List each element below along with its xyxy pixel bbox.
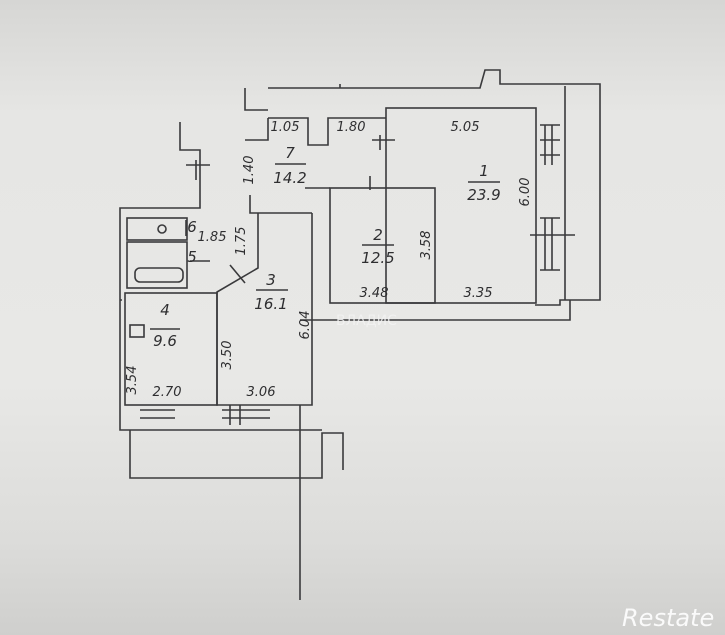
room-3-area: 16.1 xyxy=(254,295,287,313)
dim-5-05: 5.05 xyxy=(451,120,480,135)
room-7-walls xyxy=(245,117,386,214)
room-2-area: 12.5 xyxy=(361,249,394,267)
dim-3-35: 3.35 xyxy=(464,286,493,301)
dim-3-58: 3.58 xyxy=(419,231,434,260)
dim-6-00: 6.00 xyxy=(518,178,533,207)
vladis-watermark: ВЛАДИС xyxy=(336,313,397,329)
room-4-number: 4 xyxy=(160,301,170,319)
bathtub xyxy=(134,267,184,283)
dim-1-05: 1.05 xyxy=(271,120,300,135)
room-2-walls xyxy=(329,187,436,304)
door-marks xyxy=(185,135,395,284)
room-1-number: 1 xyxy=(479,162,489,180)
windows xyxy=(140,124,575,425)
room-2-number: 2 xyxy=(373,226,383,244)
dim-1-75: 1.75 xyxy=(234,227,249,256)
dim-2-70: 2.70 xyxy=(153,385,182,400)
dim-6-04: 6.04 xyxy=(298,311,313,340)
room-7-number: 7 xyxy=(285,144,295,162)
outer-wall xyxy=(119,69,601,479)
dim-3-54: 3.54 xyxy=(125,366,140,395)
restate-logo: Restate xyxy=(622,604,714,632)
dim-3-50: 3.50 xyxy=(220,341,235,370)
dim-3-48: 3.48 xyxy=(360,286,389,301)
outer-wall-lower xyxy=(120,299,571,600)
toilet-icon xyxy=(157,224,167,234)
room-1-area: 23.9 xyxy=(467,186,500,204)
dim-1-85: 1.85 xyxy=(198,230,227,245)
dim-1-40: 1.40 xyxy=(242,156,257,185)
dim-3-06: 3.06 xyxy=(247,385,276,400)
room-3-number: 3 xyxy=(266,271,276,289)
dim-1-80: 1.80 xyxy=(337,120,366,135)
room-4-area: 9.6 xyxy=(153,332,177,350)
room-6-walls xyxy=(126,217,188,241)
stove-icon xyxy=(129,324,145,338)
room-5-walls xyxy=(126,241,188,289)
room-1-walls xyxy=(385,107,537,304)
room-6-number: 6 xyxy=(187,218,197,236)
room-5-number: 5 xyxy=(187,248,197,266)
room-4-walls xyxy=(124,292,218,406)
room-7-area: 14.2 xyxy=(273,169,306,187)
